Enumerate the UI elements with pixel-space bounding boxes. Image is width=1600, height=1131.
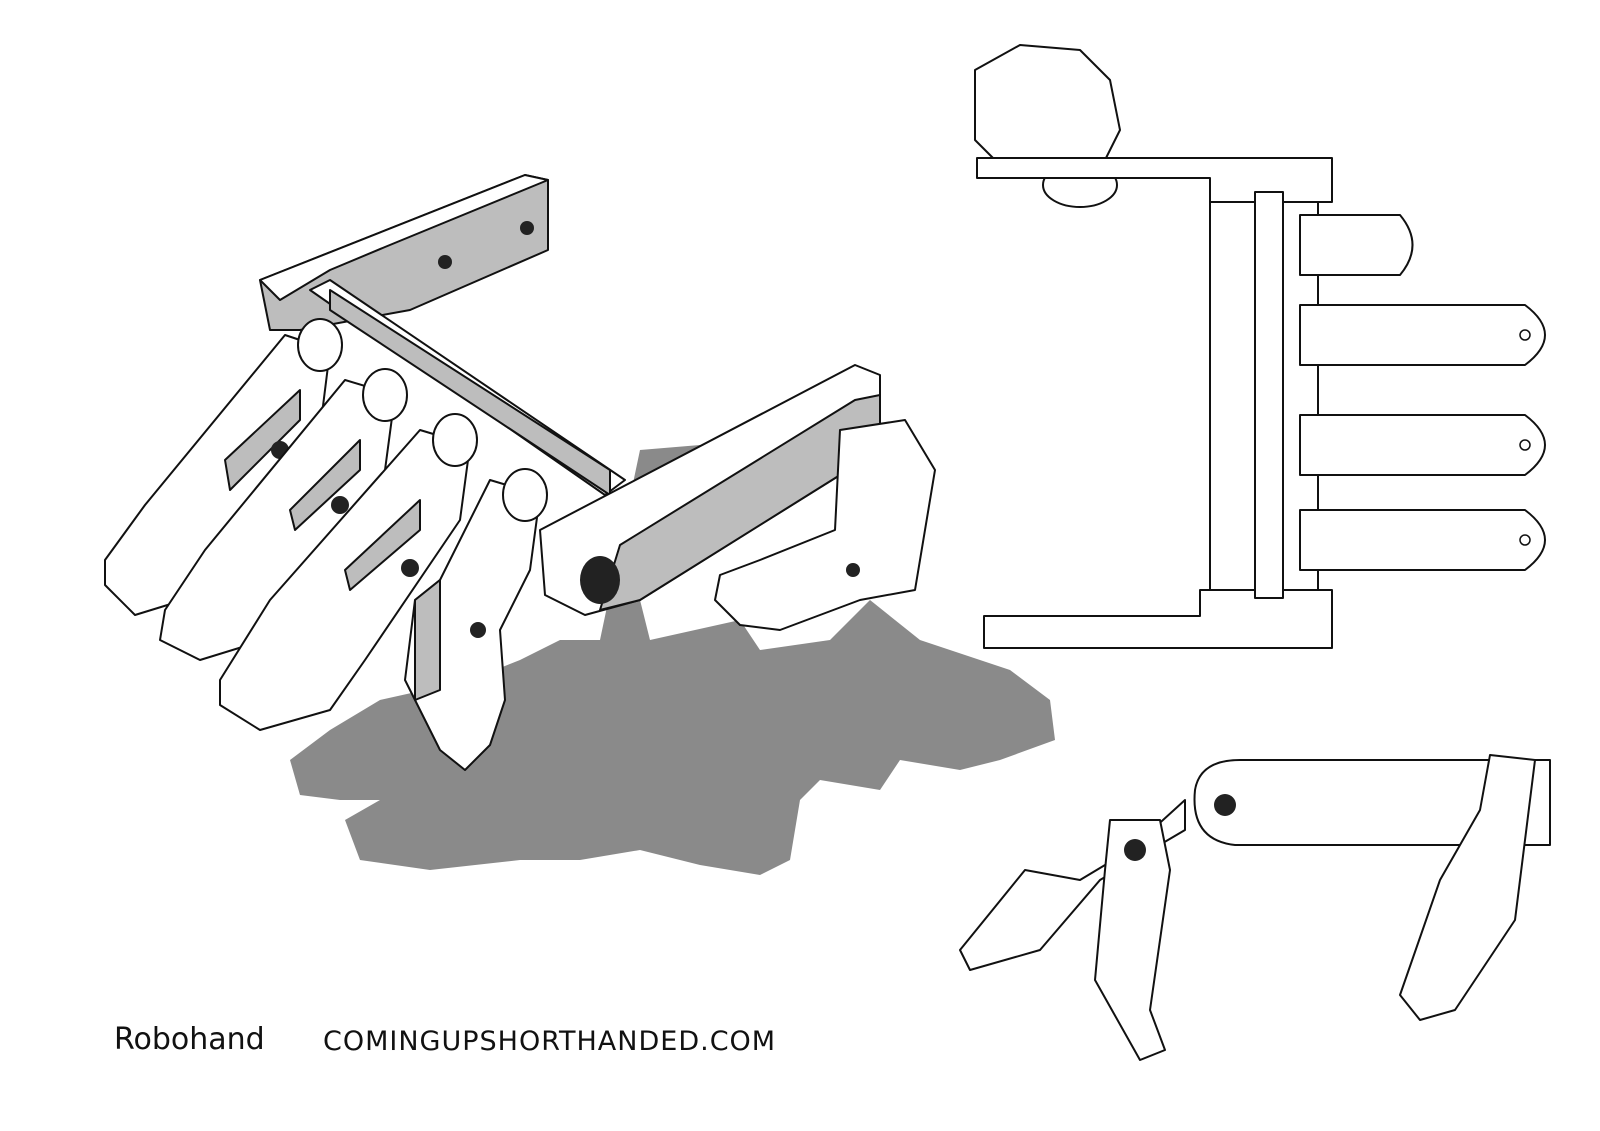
isometric-view	[104, 174, 1055, 875]
cast-shadow	[290, 445, 1055, 875]
top-finger-4	[1299, 509, 1546, 571]
wrist-bar-top	[259, 174, 549, 301]
finger-middle-shade	[289, 439, 361, 531]
top-finger-1	[1299, 214, 1414, 276]
side-finger-2	[1094, 819, 1171, 1061]
finger-pinky-joint	[470, 622, 486, 638]
side-view	[959, 754, 1551, 1061]
top-view	[974, 44, 1546, 649]
side-thumb	[1399, 754, 1536, 1021]
top-thumb	[974, 44, 1121, 161]
top-rail	[1254, 191, 1284, 599]
wrist-hole-1	[438, 255, 452, 269]
knuckle-cylinders	[297, 318, 548, 522]
thumb-arm-bore	[580, 556, 620, 604]
thumb-joint	[846, 563, 860, 577]
thumb-finger	[714, 419, 936, 631]
wrist-hole-2	[520, 221, 534, 235]
side-arm-pivot	[1214, 794, 1236, 816]
top-finger-3	[1299, 414, 1546, 476]
caption-title: Robohand	[114, 1022, 265, 1057]
top-finger-2	[1299, 304, 1546, 366]
finger-ring	[219, 429, 471, 731]
top-finger-holes	[1519, 329, 1531, 546]
finger-pinky-shade	[414, 579, 441, 701]
caption-website: COMINGUPSHORTHANDED.COM	[323, 1026, 777, 1057]
side-arm	[1193, 759, 1551, 846]
finger-middle-joint	[331, 496, 349, 514]
finger-index-shade	[224, 389, 301, 491]
finger-ring-shade	[344, 499, 421, 591]
finger-ring-joint	[401, 559, 419, 577]
finger-middle	[159, 379, 396, 661]
side-finger-joint	[1124, 839, 1146, 861]
top-frame-bottom	[983, 589, 1333, 649]
